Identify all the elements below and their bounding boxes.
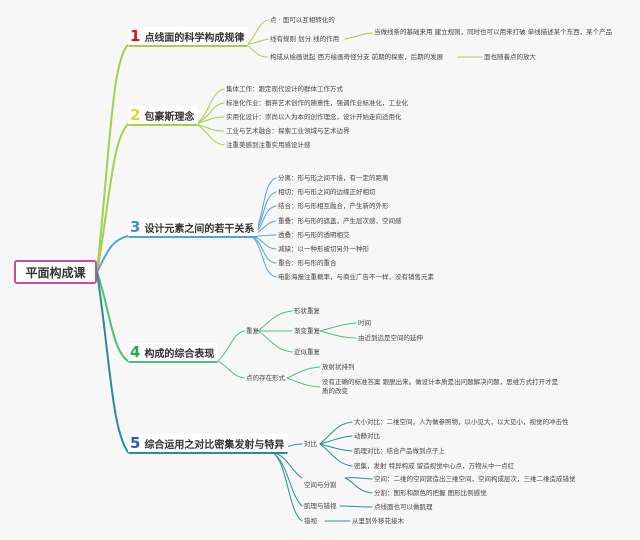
- b2-leaf-5: 注重美感到注重实用感设计感: [226, 141, 311, 149]
- b1-leaf-2: 线有规则 划分 线的作用: [270, 35, 340, 43]
- branch-4-label: 构成的综合表现: [144, 348, 215, 360]
- b5-group-illusion: 错视: [304, 517, 317, 525]
- b3-leaf-4: 重叠：形与形的遮盖，产生层次感，空间感: [278, 217, 402, 225]
- b3-leaf-3: 结合：形与形相互融合，产生新的外形: [278, 202, 389, 210]
- connector-root-b2: [96, 123, 129, 273]
- b5-group-texture-illusion: 肌理与错视: [304, 502, 337, 510]
- branch-4[interactable]: 4 构成的综合表现: [128, 343, 219, 363]
- connector-root-b5: [96, 271, 129, 453]
- b5-leaf-division: 分割：图形和颜色的把握 图形比例感觉: [374, 489, 487, 497]
- branch-2-number: 2: [130, 106, 141, 124]
- b1-leaf-3: 当做线条的基础来用 建立规则，同时也可以用来打破 单线描述某个东西，某个产品: [374, 28, 613, 36]
- branch-5-number: 5: [130, 434, 141, 452]
- b4-leaf-radial: 放射状排列: [322, 363, 355, 371]
- b3-leaf-7: 重合：形与形的重合: [278, 259, 337, 267]
- b1-leaf-5: 面也随着点的放大: [484, 53, 536, 61]
- connector-root-b4: [96, 271, 129, 362]
- branch-3-number: 3: [130, 218, 141, 236]
- b5-leaf-point-texture: 点线面也可以做肌理: [374, 503, 433, 511]
- b5-leaf-motion-contrast: 动静对比: [354, 432, 380, 440]
- branch-1[interactable]: 1 点线面的科学构成规律: [128, 27, 249, 47]
- branch-5-label: 综合运用之对比密集发射与特异: [144, 439, 285, 451]
- b4-leaf-time: 时间: [358, 319, 371, 327]
- branch-2-label: 包豪斯理念: [144, 111, 195, 123]
- b3-leaf-2: 相切：形与形之间的边缘正好相切: [278, 188, 376, 196]
- b5-leaf-size-contrast: 大小对比：二维空间，人为做参照物，以小见大，以大见小，视觉的冲击性: [354, 418, 569, 426]
- branch-2[interactable]: 2 包豪斯理念: [128, 106, 199, 126]
- b4-leaf-gradient-repeat: 渐变重复: [294, 327, 320, 335]
- branch-4-number: 4: [130, 343, 141, 361]
- b4-group-point-forms: 点的存在形式: [246, 374, 285, 382]
- mindmap-root[interactable]: 平面构成课: [14, 260, 97, 284]
- branch-1-number: 1: [130, 27, 141, 45]
- b4-leaf-similar-repeat: 近似重复: [294, 348, 320, 356]
- connector-root-b1: [96, 44, 129, 273]
- b5-leaf-dense-radial: 密集，发射 特异构成 留造视觉中心点，万物从中一点红: [354, 462, 515, 470]
- b4-group-repeat: 重复: [246, 327, 259, 335]
- b4-leaf-no-answer: 没有正确的标准答案 跟脱出来。做设计本质是出问题解决问题，思维方式打开才是质的改…: [322, 378, 559, 395]
- b2-leaf-4: 工业与艺术融合：探索工业领域与艺术边界: [226, 127, 350, 135]
- b1-leaf-4: 构成从绘画说起 西方绘画奇怪分支 前期的探索，后期的发展: [270, 53, 444, 61]
- b3-leaf-1: 分离：形与形之间不接，有一定的距离: [278, 174, 389, 182]
- b3-leaf-5: 透叠：形与形的透明相交: [278, 231, 350, 239]
- b3-leaf-8: 电影海报注重概率，与商业广告不一样，没有销售元素: [278, 273, 434, 281]
- b5-leaf-space: 空间：二维的空间营造出三维空间，空间构成层次，三维二维造成错觉: [374, 475, 576, 483]
- b4-leaf-space: 由近到远是空间的延伸: [358, 334, 423, 342]
- branch-5[interactable]: 5 综合运用之对比密集发射与特异: [128, 434, 289, 454]
- b4-leaf-shape-repeat: 形状重复: [294, 307, 320, 315]
- b3-leaf-6: 减缺：以一种形被切另外一种形: [278, 245, 369, 253]
- branch-3-label: 设计元素之间的若干关系: [144, 223, 255, 235]
- b5-leaf-texture-contrast: 肌理对比：结合产品做到点子上: [354, 447, 445, 455]
- connector-root-b3: [96, 235, 129, 273]
- b2-leaf-1: 集体工作：跟定现代设计的群体工作方式: [226, 85, 343, 93]
- b5-leaf-inside-out: 从里到外移花接木: [352, 517, 404, 525]
- branch-1-label: 点线面的科学构成规律: [144, 32, 245, 44]
- branch-3[interactable]: 3 设计元素之间的若干关系: [128, 218, 259, 238]
- b2-leaf-2: 标准化作业：摒弃艺术创作的随意性，强调作业标准化，工业化: [226, 99, 408, 107]
- b5-group-contrast: 对比: [304, 440, 317, 448]
- b5-group-space-division: 空间与分割: [304, 481, 337, 489]
- b1-leaf-1: 点 · 面可以互相转化的: [270, 16, 335, 24]
- b2-leaf-3: 实用化设计：崇尚以人为本的创作理念，设计开始走向适用化: [226, 113, 402, 121]
